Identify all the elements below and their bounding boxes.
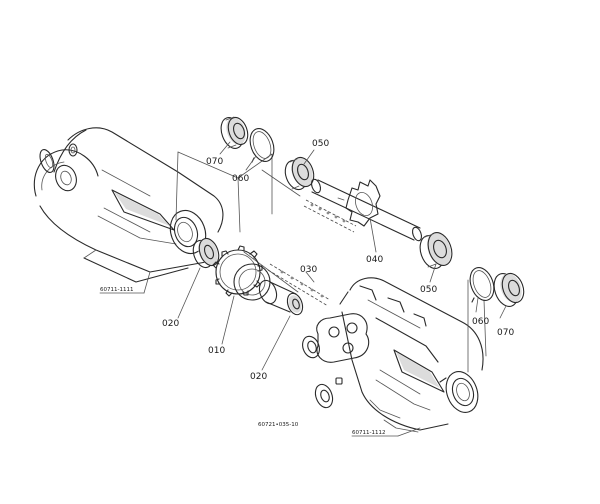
callout-060-lower: 060 <box>472 317 489 327</box>
tensioner-washer <box>302 335 320 359</box>
tensioner-plate <box>316 313 370 363</box>
callout-040: 040 <box>366 255 383 265</box>
part-030-chain-lower <box>267 263 331 307</box>
callout-070-upper: 070 <box>206 157 223 167</box>
callout-060-upper: 060 <box>232 174 249 184</box>
part-050-upper-bearing <box>284 156 315 191</box>
part-050-lower-bearing <box>419 232 453 269</box>
callout-020-lower: 020 <box>250 372 267 382</box>
callout-020-left: 020 <box>162 319 179 329</box>
callout-070-lower: 070 <box>497 328 514 338</box>
part-020-left-bearing <box>192 237 220 269</box>
callout-labels: 070 060 050 040 030 050 060 070 020 010 … <box>100 139 514 436</box>
callout-050-lower: 050 <box>420 285 437 295</box>
part-060-upper-snap-ring <box>249 128 275 163</box>
part-070-lower-seal <box>493 272 525 307</box>
callout-030: 030 <box>300 265 317 275</box>
part-030-chain-upper <box>303 199 357 233</box>
left-end-cap-parts <box>39 143 78 174</box>
ref-left-housing: 60711-1111 <box>100 287 133 293</box>
assembly-boundary-lines <box>175 151 301 293</box>
part-070-upper-seal <box>220 116 249 149</box>
part-060-lower-snap-ring <box>469 267 495 303</box>
part-010-gear-assembly <box>212 245 304 316</box>
leader-lines <box>99 141 507 437</box>
callout-010: 010 <box>208 346 225 356</box>
ref-drawing-number: 60721•035-10 <box>258 422 299 428</box>
lower-spacer <box>314 377 343 409</box>
callout-050-upper: 050 <box>312 139 329 149</box>
ref-right-housing: 60711-1112 <box>352 430 385 436</box>
right-housing <box>339 277 487 433</box>
part-040-shaft-with-sprocket <box>310 178 423 242</box>
left-housing <box>33 127 224 283</box>
